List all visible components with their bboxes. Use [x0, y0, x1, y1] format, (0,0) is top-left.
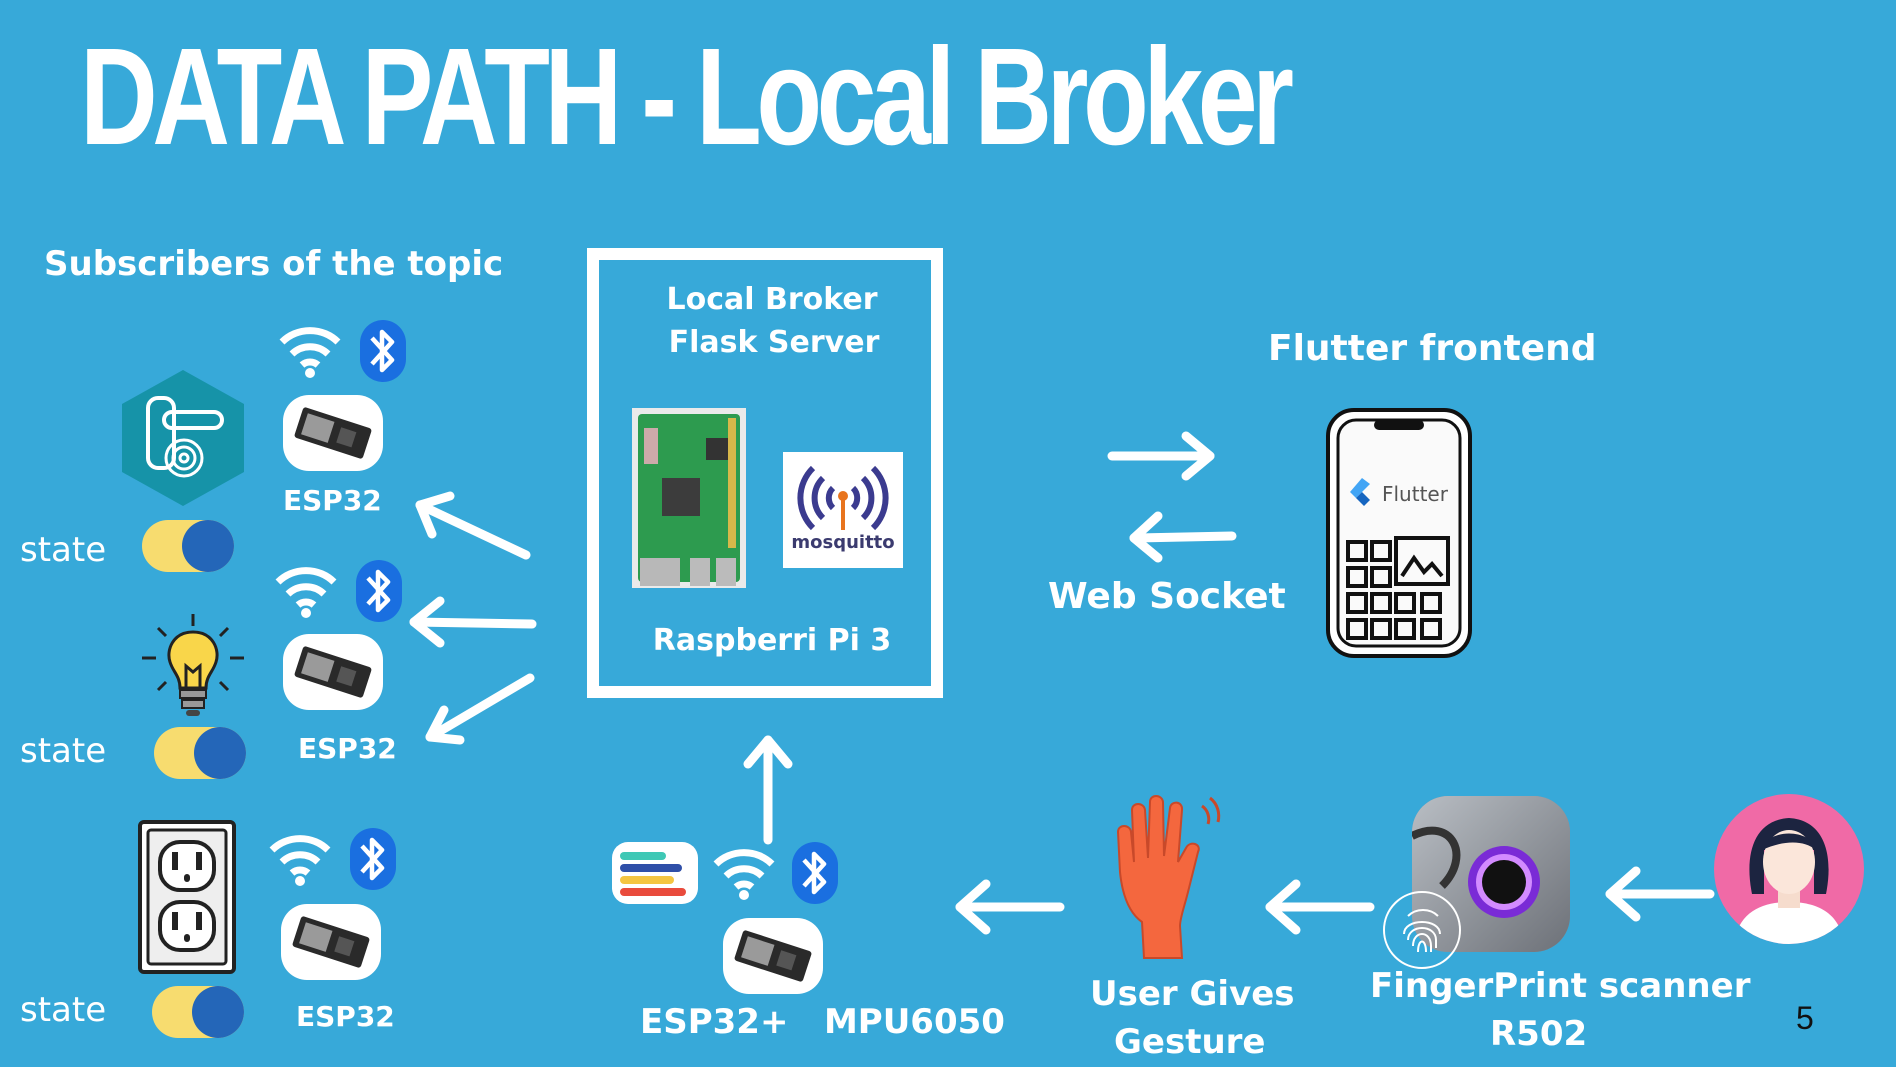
publish-up-arrow — [743, 735, 793, 845]
esp32-label: ESP32 — [298, 732, 397, 765]
subscribers-heading: Subscribers of the topic — [44, 244, 504, 284]
page-number: 5 — [1796, 1000, 1814, 1036]
state-label: state — [20, 990, 107, 1030]
state-toggle[interactable] — [154, 727, 246, 779]
mosquitto-logo: mosquitto — [783, 452, 903, 568]
broker-line1: Local Broker — [666, 282, 878, 317]
scanner-label-line1: FingerPrint scanner — [1370, 966, 1751, 1006]
esp32-board-icon — [283, 634, 383, 710]
raspberry-pi-board-icon — [632, 408, 746, 593]
raspberry-pi-label: Raspberri Pi 3 — [652, 623, 892, 658]
esp32-board-icon — [283, 395, 383, 471]
state-toggle[interactable] — [142, 520, 234, 572]
state-label: state — [20, 530, 107, 570]
esp32-label: ESP32 — [283, 484, 382, 517]
bluetooth-icon — [792, 842, 838, 904]
esp32-board-icon — [723, 918, 823, 994]
bluetooth-icon — [350, 828, 396, 890]
broker-line2: Flask Server — [668, 325, 880, 360]
wifi-icon — [278, 322, 342, 383]
flutter-frontend-heading: Flutter frontend — [1268, 328, 1597, 369]
esp32-board-icon — [281, 904, 381, 980]
bluetooth-icon — [356, 560, 402, 622]
state-toggle[interactable] — [152, 986, 244, 1038]
wifi-icon — [268, 830, 332, 891]
websocket-label: Web Socket — [1048, 576, 1286, 617]
smart-lock-icon — [118, 368, 248, 513]
page-title: DATA PATH - Local Broker — [80, 20, 1294, 174]
bluetooth-icon — [360, 320, 406, 382]
websocket-arrows — [1107, 431, 1237, 563]
gesture-label-line1: User Gives — [1090, 974, 1295, 1014]
publisher-label: ESP32+ MPU6050 — [640, 1002, 1005, 1042]
wifi-icon — [274, 562, 338, 623]
mosquitto-logo-text: mosquitto — [791, 532, 895, 553]
state-label: state — [20, 731, 107, 771]
gesture-label-line2: Gesture — [1114, 1022, 1266, 1062]
wifi-icon — [712, 844, 776, 905]
power-outlet-icon — [138, 820, 236, 979]
phone-icon: Flutter — [1326, 408, 1472, 663]
fingerprint-icon — [1382, 890, 1462, 975]
light-bulb-icon — [138, 610, 248, 725]
esp32-label: ESP32 — [296, 1000, 395, 1033]
scanner-label-line2: R502 — [1490, 1014, 1588, 1054]
fingerprint-scanner-photo — [1412, 796, 1570, 952]
local-broker-box — [587, 248, 943, 698]
waving-hand-icon — [1114, 792, 1224, 967]
user-avatar — [1714, 794, 1864, 944]
mqtt-app-icon — [612, 842, 698, 904]
flutter-logo-text: Flutter — [1382, 482, 1448, 506]
